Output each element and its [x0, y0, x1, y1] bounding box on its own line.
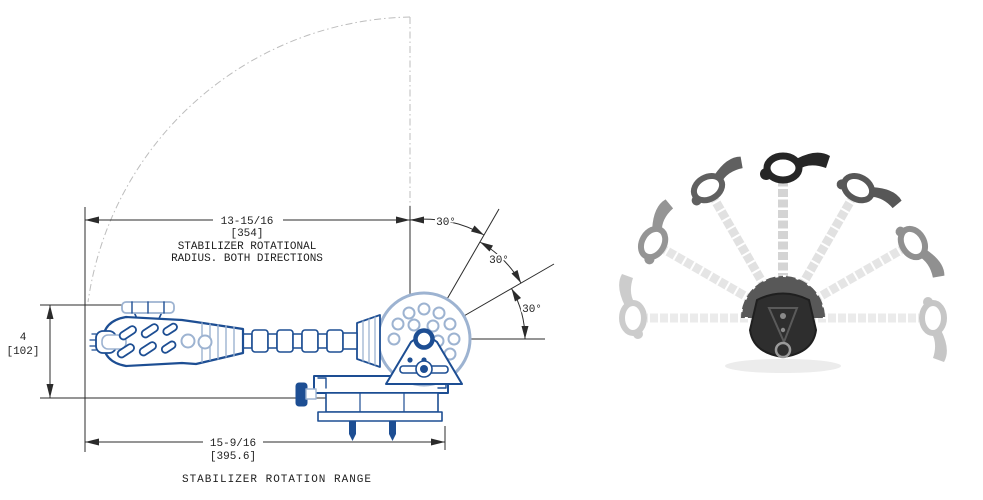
- stabilizer-line-art: [89, 291, 472, 441]
- dim-height-value: 4: [20, 332, 27, 344]
- rotation-arc: [87, 16, 411, 303]
- mounting-bracket: [385, 328, 463, 385]
- dim-height-mm: [102]: [6, 346, 39, 358]
- dim-height-line: [46, 305, 54, 398]
- angle-arc-2: [479, 241, 522, 284]
- dim-rotational-radius-value: 13-15/16: [221, 216, 274, 228]
- dim-range-value: 15-9/16: [210, 438, 256, 450]
- dim-note-line1: STABILIZER ROTATIONAL: [178, 241, 317, 253]
- clamp-base-photo: [739, 274, 827, 359]
- dim-rotational-radius-mm: [354]: [230, 228, 263, 240]
- dim-range-mm: [395.6]: [210, 451, 256, 463]
- angle-arc-3: [511, 288, 529, 340]
- angle-label-2: 30°: [489, 255, 509, 267]
- dim-note-line2: RADIUS. BOTH DIRECTIONS: [171, 253, 323, 265]
- arm-position-left-60: [637, 199, 783, 321]
- angle-arc-1: [409, 216, 485, 236]
- dim-range-line: [85, 438, 445, 446]
- drawing-caption: STABILIZER ROTATION RANGE: [182, 474, 372, 486]
- clamp-screws: [349, 421, 396, 441]
- arm-flange: [356, 314, 381, 368]
- pivot-center: [413, 328, 435, 350]
- handle-body: [89, 315, 245, 368]
- angle-label-3: 30°: [522, 304, 542, 316]
- clamp-base: [295, 375, 449, 422]
- flex-arm: [242, 329, 358, 353]
- dim-rotational-radius-line: [85, 216, 410, 224]
- pull-ring: [774, 341, 792, 359]
- stabilizer-photo: [619, 152, 947, 373]
- grip-slots: [116, 322, 213, 359]
- angle-label-1: 30°: [436, 217, 456, 229]
- base-shadow: [725, 359, 841, 373]
